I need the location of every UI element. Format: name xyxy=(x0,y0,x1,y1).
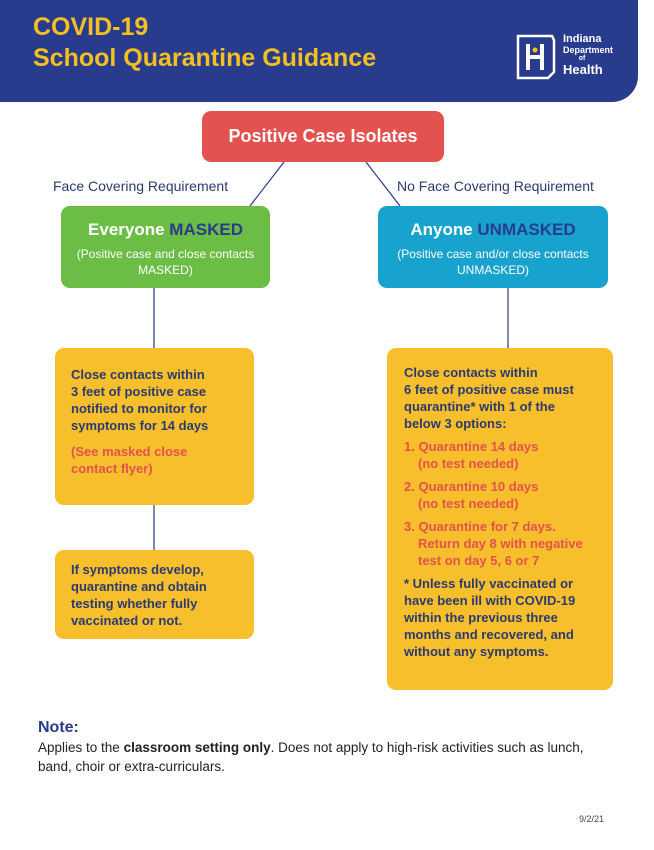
symptoms-develop-box: If symptoms develop, quarantine and obta… xyxy=(55,550,254,639)
unmasked-quarantine-box: Close contacts within 6 feet of positive… xyxy=(387,348,613,690)
date-stamp: 9/2/21 xyxy=(579,814,605,824)
unmasked-head-a: Anyone xyxy=(410,220,478,239)
option-3: 3. Quarantine for 7 days. Return day 8 w… xyxy=(404,518,601,569)
symptoms-line4: vaccinated or not. xyxy=(71,613,183,628)
positive-case-isolates-box: Positive Case Isolates xyxy=(202,111,444,162)
footnote: * Unless fully vaccinated or have been i… xyxy=(404,575,601,660)
face-covering-requirement-label: Face Covering Requirement xyxy=(53,178,229,194)
see-flyer-line1: (See masked close xyxy=(71,444,188,459)
header-banner: COVID-19 School Quarantine Guidance Indi… xyxy=(0,0,638,102)
masked-subtext: (Positive case and close contacts MASKED… xyxy=(76,247,255,277)
note-pre: Applies to the xyxy=(38,740,124,755)
unmasked-intro-line3: quarantine* with 1 of the xyxy=(404,399,555,414)
indiana-health-logo: Indiana Department of Health xyxy=(514,32,624,80)
option-1-detail: (no test needed) xyxy=(418,456,519,471)
logo-text-indiana: Indiana xyxy=(563,33,602,45)
option-1-title: 1. Quarantine 14 days xyxy=(404,439,539,454)
footnote-line2: have been ill with COVID-19 xyxy=(404,593,576,608)
no-face-covering-requirement-label: No Face Covering Requirement xyxy=(397,178,594,194)
footnote-line3: within the previous three xyxy=(404,610,558,625)
masked-body-line4: symptoms for 14 days xyxy=(71,418,209,433)
page-title-line2: School Quarantine Guidance xyxy=(33,44,377,72)
masked-head-a: Everyone xyxy=(88,220,170,239)
indiana-state-icon xyxy=(516,34,556,80)
note-heading: Note: xyxy=(38,719,79,736)
masked-body-line3: notified to monitor for xyxy=(71,401,207,416)
note-bold: classroom setting only xyxy=(123,740,271,755)
see-flyer-line2: contact flyer) xyxy=(71,461,153,476)
masked-close-contacts-box: Close contacts within 3 feet of positive… xyxy=(55,348,254,505)
option-3-detail-1: Return day 8 with negative xyxy=(418,536,583,551)
masked-body-line1: Close contacts within xyxy=(71,367,205,382)
unmasked-intro-line4: below 3 options: xyxy=(404,416,507,431)
symptoms-line1: If symptoms develop, xyxy=(71,562,204,577)
footnote-line4: months and recovered, and xyxy=(404,627,574,642)
footnote-line1: * Unless fully vaccinated or xyxy=(404,576,574,591)
note-post: . Does not apply to high-risk activities… xyxy=(38,740,584,774)
logo-text-of: of xyxy=(578,55,586,62)
option-3-title: 3. Quarantine for 7 days. xyxy=(404,519,556,534)
option-3-detail-2: test on day 5, 6 or 7 xyxy=(418,553,540,568)
symptoms-line3: testing whether fully xyxy=(71,596,198,611)
page-title-line1: COVID-19 xyxy=(33,13,149,41)
option-2: 2. Quarantine 10 days (no test needed) xyxy=(404,478,601,512)
anyone-unmasked-box: Anyone UNMASKED (Positive case and/or cl… xyxy=(378,206,608,288)
option-1: 1. Quarantine 14 days (no test needed) xyxy=(404,438,601,472)
option-2-title: 2. Quarantine 10 days xyxy=(404,479,539,494)
unmasked-subtext: (Positive case and/or close contacts UNM… xyxy=(397,247,589,277)
everyone-masked-box: Everyone MASKED (Positive case and close… xyxy=(61,206,270,288)
symptoms-line2: quarantine and obtain xyxy=(71,579,207,594)
unmasked-head-b: UNMASKED xyxy=(477,220,576,239)
masked-head-b: MASKED xyxy=(169,220,243,239)
unmasked-intro-line2: 6 feet of positive case must xyxy=(404,382,574,397)
logo-text-department: Department xyxy=(563,45,614,55)
option-2-detail: (no test needed) xyxy=(418,496,519,511)
masked-body-line2: 3 feet of positive case xyxy=(71,384,207,399)
logo-text-health: Health xyxy=(563,62,603,77)
footnote-line5: without any symptoms. xyxy=(404,644,549,659)
note-body: Applies to the classroom setting only. D… xyxy=(38,738,598,776)
unmasked-intro-line1: Close contacts within xyxy=(404,365,538,380)
